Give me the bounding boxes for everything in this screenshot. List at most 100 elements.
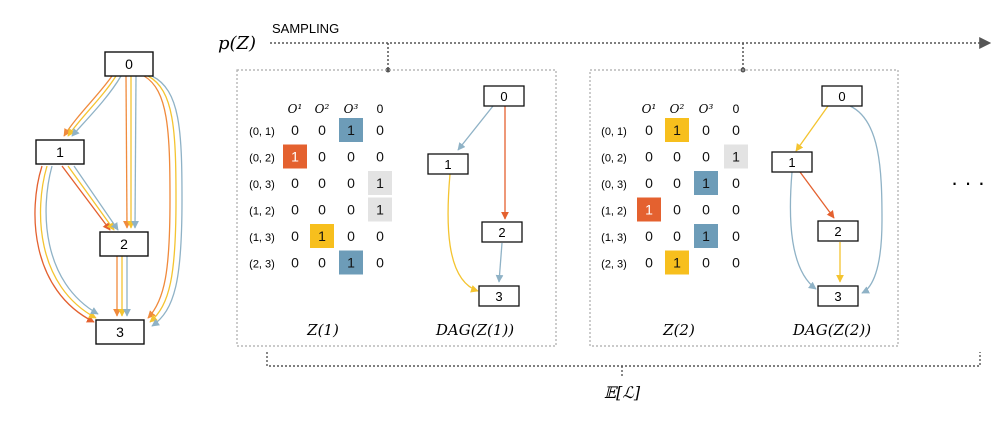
supergraph-node: 1 [35, 139, 85, 165]
dag-node: 3 [478, 285, 520, 307]
matrix-cell: 0 [673, 228, 681, 244]
matrix-cell-active [665, 118, 689, 142]
matrix-cell: 0 [732, 175, 740, 191]
matrix-cell-active [368, 197, 392, 222]
row-label: (2, 3) [601, 259, 627, 271]
dag-node: 2 [481, 221, 523, 243]
matrix-cell: 1 [645, 202, 653, 218]
row-label: (0, 1) [249, 126, 275, 138]
matrix-cell: 1 [318, 228, 326, 244]
matrix-cell: 0 [291, 228, 299, 244]
matrix-cell-active [339, 118, 363, 142]
matrix-cell: 0 [318, 122, 326, 138]
svg-text:3: 3 [834, 289, 841, 304]
matrix-cell: 0 [376, 255, 384, 271]
dag-node: 1 [771, 151, 813, 173]
matrix-cell: 0 [376, 122, 384, 138]
dag-edge [795, 105, 829, 152]
dag-label: DAG(Z(2)) [792, 321, 871, 339]
svg-text:3: 3 [495, 289, 502, 304]
matrix-cell: 0 [645, 255, 653, 271]
matrix-cell-active [310, 224, 334, 248]
matrix-header: O² [670, 102, 685, 116]
matrix-cell: 0 [645, 175, 653, 191]
expectation-label: 𝔼[ℒ] [604, 383, 641, 402]
dag-node: 1 [427, 153, 469, 175]
matrix-cell: 0 [732, 255, 740, 271]
row-label: (0, 1) [601, 126, 627, 138]
row-label: (1, 2) [601, 206, 627, 218]
svg-text:1: 1 [788, 155, 795, 170]
matrix-cell-active [724, 144, 748, 169]
matrix-cell: 0 [673, 202, 681, 218]
matrix-cell: 0 [318, 175, 326, 191]
matrix-cell: 0 [376, 228, 384, 244]
matrix-header: O¹ [642, 102, 657, 116]
matrix-cell: 0 [702, 149, 710, 165]
row-label: (0, 2) [601, 153, 627, 165]
dag-node: 2 [817, 220, 859, 242]
svg-text:0: 0 [500, 89, 507, 104]
matrix-cell: 0 [376, 149, 384, 165]
matrix-cell-active [368, 171, 392, 195]
matrix-header: 0 [377, 102, 384, 116]
matrix-cell: 1 [673, 122, 681, 138]
matrix-cell: 1 [376, 202, 384, 218]
matrix-cell: 0 [347, 202, 355, 218]
matrix-header: O¹ [288, 102, 303, 116]
dag-edge [849, 105, 883, 294]
row-label: (0, 2) [249, 153, 275, 165]
svg-text:1: 1 [56, 144, 64, 160]
matrix-cell-active [694, 171, 718, 195]
matrix-cell: 1 [347, 255, 355, 271]
matrix-header: O³ [344, 102, 359, 116]
matrix-header: 0 [733, 102, 740, 116]
dag-edge [495, 242, 504, 283]
dag-edge [789, 171, 817, 290]
matrix-cell: 1 [702, 228, 710, 244]
matrix-cell: 1 [291, 149, 299, 165]
supergraph-node: 0 [104, 51, 154, 77]
row-label: (0, 3) [601, 179, 627, 191]
matrix-cell: 0 [291, 202, 299, 218]
dag-label: DAG(Z(1)) [435, 321, 514, 339]
sampling-label: SAMPLING [272, 21, 339, 36]
matrix-cell-active [694, 224, 718, 248]
matrix-cell: 0 [702, 202, 710, 218]
sampling-header: p(Z) SAMPLING [218, 21, 992, 73]
matrix-cell: 1 [673, 255, 681, 271]
matrix-cell: 1 [702, 175, 710, 191]
matrix-cell: 0 [732, 122, 740, 138]
matrix-cell: 0 [702, 255, 710, 271]
row-label: (1, 3) [601, 232, 627, 244]
matrix-cell: 0 [347, 175, 355, 191]
matrix-header: O² [315, 102, 330, 116]
dag-edge [457, 105, 494, 151]
prior-label: p(Z) [218, 33, 256, 54]
svg-text:2: 2 [834, 224, 841, 239]
row-label: (2, 3) [249, 259, 275, 271]
matrix-cell: 0 [318, 202, 326, 218]
sample-panel-2: O¹ O² O³ 0 (0, 1) 0 1 0 0 (0, 2) 0 0 0 1 (0, 3) 0 0 1 0 (1,… [589, 69, 899, 347]
matrix-cell: 0 [732, 202, 740, 218]
dag-node: 0 [483, 85, 525, 107]
matrix-cell-active [665, 250, 689, 275]
sample-matrix: O¹ O² O³ 0 (0, 1) 0 1 0 0 (0, 2) 0 0 0 1 (0, 3) 0 0 1 0 (1,… [601, 102, 748, 275]
matrix-cell: 0 [291, 122, 299, 138]
matrix-cell: 0 [318, 149, 326, 165]
matrix-cell-active [637, 197, 661, 222]
matrix-header: O³ [699, 102, 714, 116]
matrix-cell: 0 [645, 228, 653, 244]
matrix-cell: 0 [347, 228, 355, 244]
svg-text:1: 1 [444, 157, 451, 172]
matrix-cell: 0 [291, 175, 299, 191]
z-label: Z(1) [306, 321, 339, 339]
matrix-cell: 0 [673, 175, 681, 191]
row-label: (1, 2) [249, 206, 275, 218]
supergraph-node: 2 [99, 231, 149, 257]
dag-node: 0 [821, 85, 863, 107]
svg-text:3: 3 [116, 324, 124, 340]
svg-text:0: 0 [125, 56, 133, 72]
